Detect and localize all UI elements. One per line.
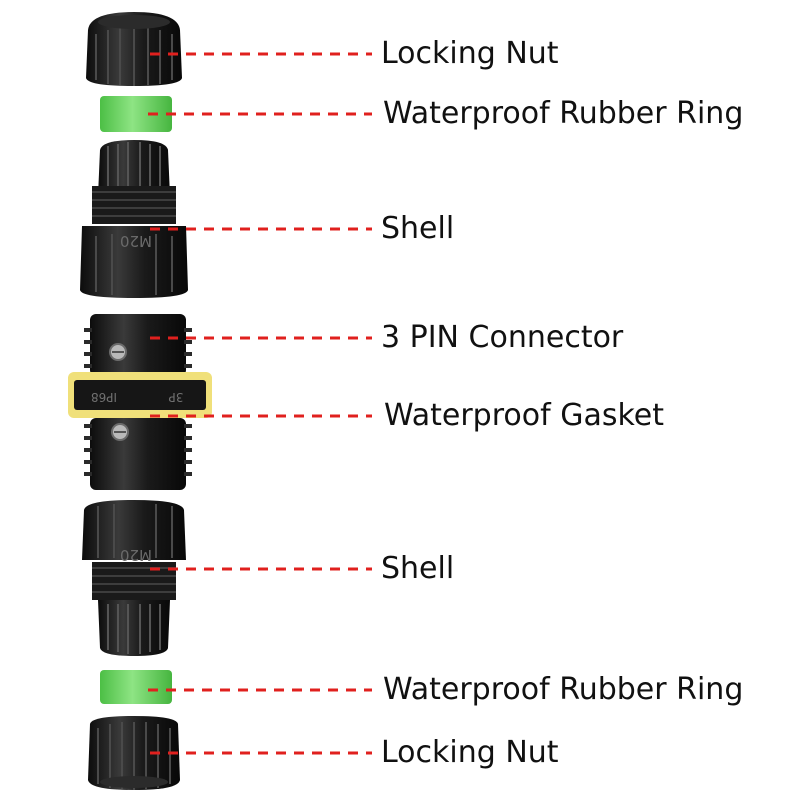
rubber-ring-bottom-part [100, 670, 172, 704]
label-shell-bottom: Shell [381, 551, 455, 586]
label-pin-connector: 3 PIN Connector [381, 320, 624, 355]
label-locking-nut-bottom: Locking Nut [381, 735, 559, 770]
pin-connector-part [84, 314, 192, 490]
gasket-part: IP68 3P [68, 372, 212, 418]
shell-bottom-thread-marking: M20 [120, 546, 152, 564]
gasket-marking-left: IP68 [91, 390, 117, 404]
label-gasket: Waterproof Gasket [384, 398, 664, 433]
rubber-ring-top-part [100, 96, 172, 132]
locking-nut-bottom-part [88, 716, 180, 790]
label-shell-top: Shell [381, 211, 455, 246]
shell-bottom-part: M20 [82, 500, 186, 656]
shell-top-part: M20 [80, 140, 188, 298]
locking-nut-top-part [86, 12, 182, 86]
gasket-marking-right: 3P [169, 390, 184, 404]
label-locking-nut-top: Locking Nut [381, 36, 559, 71]
label-rubber-ring-top: Waterproof Rubber Ring [383, 96, 744, 131]
leader-lines [148, 52, 372, 755]
shell-top-thread-marking: M20 [120, 232, 152, 250]
label-rubber-ring-bottom: Waterproof Rubber Ring [383, 672, 744, 707]
